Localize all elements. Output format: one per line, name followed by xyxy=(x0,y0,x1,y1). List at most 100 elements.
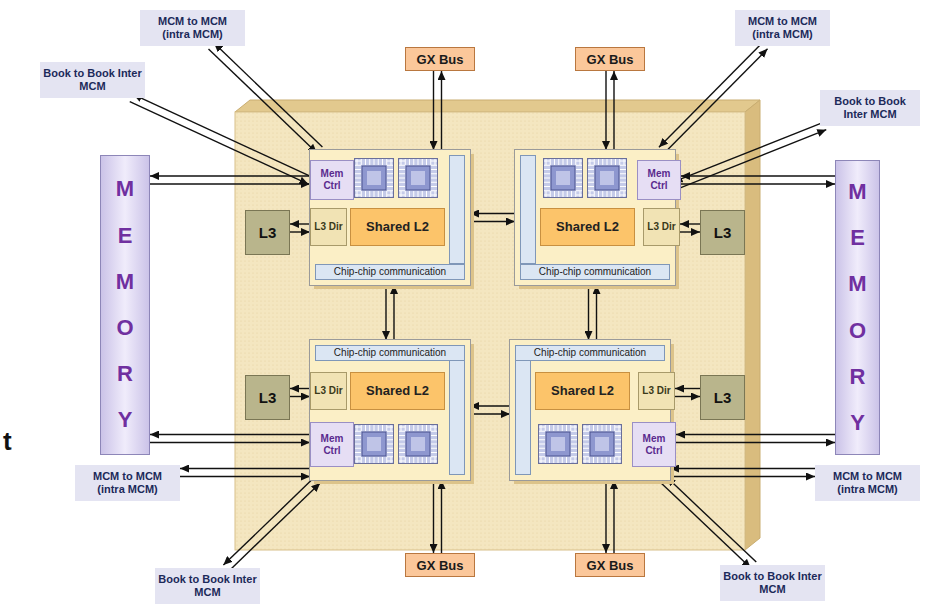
core-pin xyxy=(544,186,550,187)
core-pin xyxy=(571,456,577,457)
core-pin xyxy=(374,191,375,197)
core-pin xyxy=(602,457,603,463)
chip-communication-label: Chip-chip communication xyxy=(315,345,465,361)
connector-line xyxy=(676,434,835,435)
connector-line xyxy=(670,468,815,469)
node-text: Mem Ctrl xyxy=(311,168,353,192)
core-pin xyxy=(355,456,361,457)
core-pin xyxy=(399,431,405,432)
connector-line xyxy=(150,442,310,443)
node-text: Book to Book Inter MCM xyxy=(823,95,917,121)
core-pin xyxy=(418,457,419,463)
node-text: L3 Dir xyxy=(314,221,342,233)
core-pin xyxy=(387,452,393,453)
node-text: MCM to MCM (intra MCM) xyxy=(78,470,177,496)
node-text: L3 Dir xyxy=(642,385,670,397)
core-pin xyxy=(544,195,550,196)
core-pin xyxy=(431,161,437,162)
memory-controller: Mem Ctrl xyxy=(310,160,354,200)
connector-line xyxy=(150,183,310,184)
l3-directory: L3 Dir xyxy=(638,372,675,410)
core-frame xyxy=(355,159,394,198)
processor-core xyxy=(543,158,583,198)
core-pin xyxy=(378,425,379,431)
connector-line xyxy=(680,223,700,224)
connector-line xyxy=(676,442,835,443)
core-pin xyxy=(422,191,423,197)
core-pin xyxy=(355,190,361,191)
core-pin xyxy=(431,452,437,453)
connector-line xyxy=(470,221,515,222)
core-pin xyxy=(431,190,437,191)
core-pin xyxy=(566,425,567,431)
core-pin xyxy=(571,439,577,440)
core-pin xyxy=(355,161,361,162)
core-pin xyxy=(399,178,405,179)
core-pin xyxy=(583,456,589,457)
core-pin xyxy=(431,173,437,174)
core-highlight xyxy=(600,171,614,185)
core-pin xyxy=(399,165,405,166)
l3-directory: L3 Dir xyxy=(310,372,347,410)
core-pin xyxy=(544,161,550,162)
core-pin xyxy=(387,444,393,445)
connector-line xyxy=(675,396,700,397)
core-pin xyxy=(401,159,402,165)
core-frame xyxy=(399,159,438,198)
core-pin xyxy=(589,457,590,463)
core-pin xyxy=(614,457,615,463)
core-pin xyxy=(544,190,550,191)
core-pin xyxy=(374,425,375,431)
core-pin xyxy=(382,425,383,431)
connector-line xyxy=(385,285,386,340)
node-text: L3 xyxy=(714,224,732,241)
l3-directory: L3 Dir xyxy=(643,208,680,246)
l3-cache: L3 xyxy=(245,375,290,420)
core-die xyxy=(362,166,386,190)
core-pin xyxy=(369,159,370,165)
core-pin xyxy=(355,178,361,179)
core-pin xyxy=(544,169,550,170)
core-pin xyxy=(598,159,599,165)
memory-bar: MEMORY xyxy=(100,155,150,455)
connector-arrow-pair xyxy=(470,406,510,414)
core-pin xyxy=(399,169,405,170)
processor-core xyxy=(398,424,438,464)
connector-arrow-pair xyxy=(606,480,614,553)
core-pin xyxy=(583,444,589,445)
core-pin xyxy=(426,457,427,463)
l3-cache: L3 xyxy=(700,210,745,255)
core-pin xyxy=(590,159,591,165)
core-pin xyxy=(615,435,621,436)
core-pin xyxy=(387,182,393,183)
connector-arrow-pair xyxy=(290,224,310,232)
core-pin xyxy=(369,457,370,463)
core-pin xyxy=(386,457,387,463)
processor-core xyxy=(354,158,394,198)
core-pin xyxy=(365,425,366,431)
core-pin xyxy=(594,191,595,197)
core-pin xyxy=(387,169,393,170)
chip-communication-bar xyxy=(449,155,465,264)
core-pin xyxy=(589,425,590,431)
memory-controller: Mem Ctrl xyxy=(310,422,354,467)
core-pin xyxy=(620,161,626,162)
cropped-slide-text: t xyxy=(3,426,12,457)
core-pin xyxy=(418,191,419,197)
core-pin xyxy=(374,457,375,463)
shared-l2-cache: Shared L2 xyxy=(535,372,630,410)
core-pin xyxy=(545,425,546,431)
processor-chip: Chip-chip communicationMem CtrlL3 DirSha… xyxy=(310,150,470,285)
core-pin xyxy=(576,178,582,179)
core-pin xyxy=(378,159,379,165)
core-pin xyxy=(576,173,582,174)
core-pin xyxy=(575,457,576,463)
core-pin xyxy=(598,191,599,197)
core-pin xyxy=(361,425,362,431)
core-highlight xyxy=(595,437,609,451)
core-pin xyxy=(620,169,626,170)
core-pin xyxy=(610,425,611,431)
core-pin xyxy=(431,448,437,449)
core-pin xyxy=(387,431,393,432)
chip-communication-label: Chip-chip communication xyxy=(520,264,670,280)
